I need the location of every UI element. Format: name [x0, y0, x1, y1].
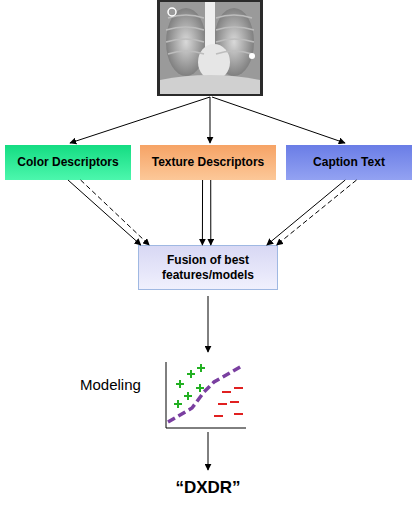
node-text: Caption Text — [313, 155, 385, 170]
node-text: Fusion of best features/models — [143, 253, 273, 283]
model-chart-icon — [166, 362, 246, 428]
flow-arrow — [267, 180, 345, 245]
flow-arrow — [277, 180, 357, 245]
node-text: Color Descriptors — [17, 155, 118, 170]
flow-arrow — [210, 180, 211, 245]
stage-label: Modeling — [80, 376, 141, 393]
flow-arrow — [202, 180, 203, 245]
result-label: “DXDR” — [175, 478, 240, 498]
flow-arrow — [81, 180, 150, 245]
fusion-box: Fusion of best features/models — [138, 245, 278, 290]
node-text: Texture Descriptors — [152, 155, 264, 170]
chest-xray-image — [157, 0, 263, 96]
feature-box: Texture Descriptors — [140, 145, 276, 180]
flow-arrow — [68, 180, 141, 245]
feature-box: Caption Text — [286, 145, 412, 180]
feature-box: Color Descriptors — [5, 145, 131, 180]
